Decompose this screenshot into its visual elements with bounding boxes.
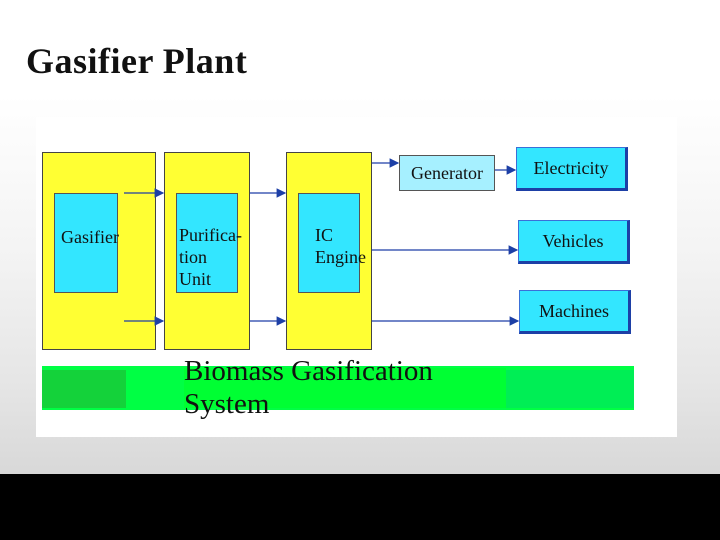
purification-label: Purifica- tion Unit — [179, 225, 242, 289]
ic-engine-box: IC Engine — [298, 193, 366, 293]
gasifier-box: Gasifier — [54, 193, 119, 293]
purification-box: Purifica- tion Unit — [176, 193, 242, 293]
generator-box: Generator — [399, 155, 495, 191]
system-label: Biomass Gasification System — [184, 355, 506, 420]
vehicles-box: Vehicles — [518, 220, 630, 264]
vehicles-label: Vehicles — [542, 231, 604, 251]
machines-label: Machines — [539, 301, 609, 321]
bottom-band — [0, 474, 720, 540]
system-bar-shade-left — [42, 370, 126, 408]
electricity-box: Electricity — [516, 147, 628, 191]
slide-title: Gasifier Plant — [26, 41, 248, 81]
machines-box: Machines — [519, 290, 631, 334]
generator-label: Generator — [411, 163, 483, 183]
ic-engine-label: IC Engine — [315, 225, 366, 267]
gasifier-label: Gasifier — [61, 227, 119, 247]
electricity-label: Electricity — [533, 158, 609, 178]
